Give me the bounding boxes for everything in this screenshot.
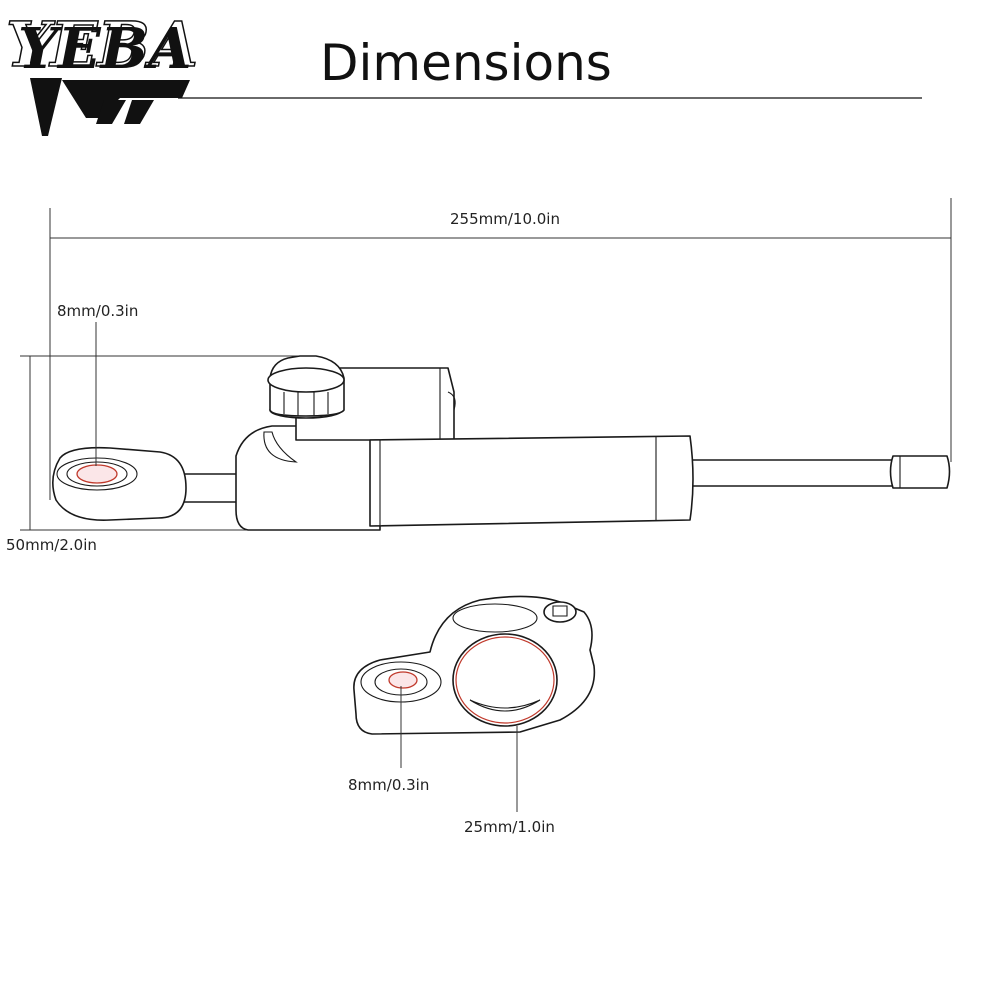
clamp-large-hole-label: 25mm/1.0in (464, 818, 555, 836)
clamp-large-hole-dimension: 25mm/1.0in (464, 726, 555, 836)
page-title: Dimensions (320, 34, 612, 92)
height-dimension: 50mm/2.0in (6, 355, 300, 554)
eye-hole-label: 8mm/0.3in (57, 302, 138, 320)
clamp-small-hole-label: 8mm/0.3in (348, 776, 429, 794)
piston-rod (685, 459, 901, 487)
logo-mark-text: YEBA (18, 16, 191, 82)
clamp-large-hole-marker (455, 636, 555, 724)
valve-housing (235, 425, 381, 531)
brand-logo: YEBA YEBA (5, 7, 199, 136)
adjuster-knob (267, 355, 345, 419)
clamp-small-hole-dimension: 8mm/0.3in (348, 686, 429, 794)
clamp-bolt-icon (543, 601, 577, 623)
logo-swoosh-icon (30, 78, 190, 136)
mounting-clamp (353, 595, 596, 735)
clamp-small-hole-marker (388, 671, 418, 689)
eye-hole-dimension: 8mm/0.3in (57, 302, 138, 466)
rod-eye (52, 446, 187, 521)
length-label: 255mm/10.0in (450, 210, 560, 228)
rod-end (889, 455, 951, 489)
logo-outline-text: YEBA (6, 8, 198, 81)
eye-hole-marker (76, 464, 118, 484)
length-dimension: 255mm/10.0in (49, 198, 952, 500)
damper-cylinder (369, 435, 694, 527)
height-label: 50mm/2.0in (6, 536, 97, 554)
steering-damper (52, 355, 951, 531)
